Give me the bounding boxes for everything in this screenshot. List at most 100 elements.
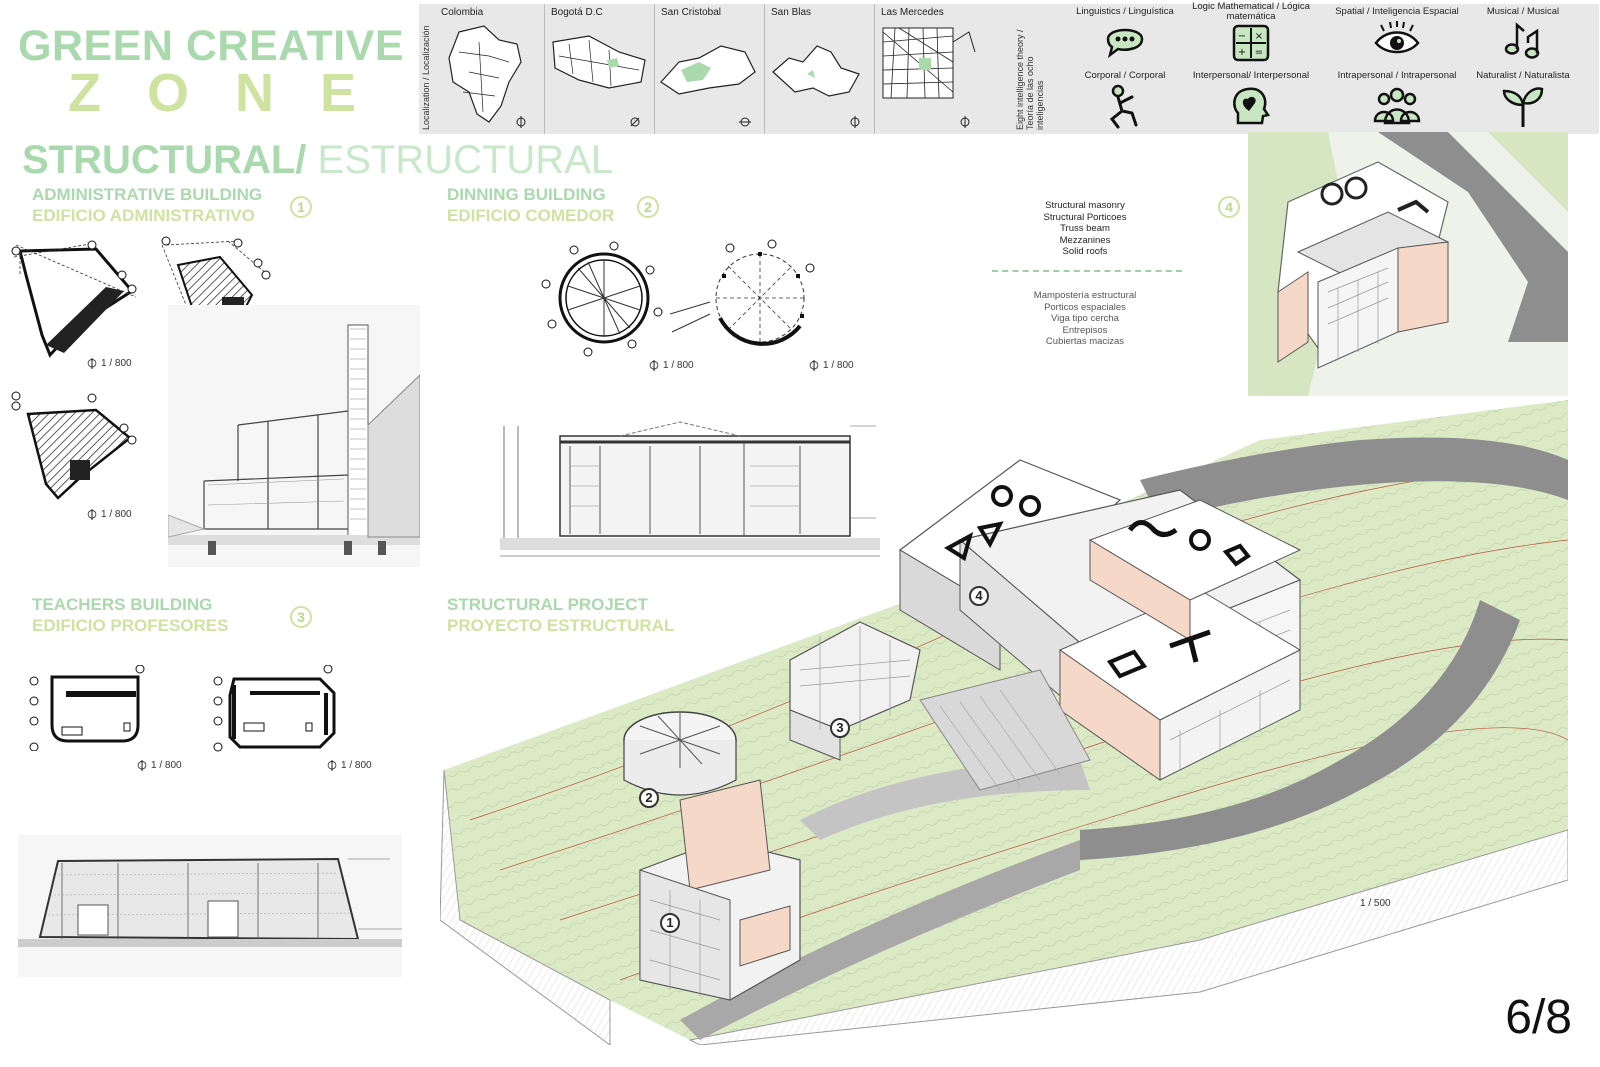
site-scale: 1 / 500 [1360, 898, 1391, 909]
intel-spatial: Spatial / Inteligencia Espacial [1333, 7, 1461, 59]
san-cristobal-map [660, 45, 756, 127]
legend-item: Solid roofs [1062, 246, 1108, 257]
scale-text: 1 / 800 [663, 360, 694, 371]
plan-scale: ⌽1 / 800 [648, 354, 694, 376]
intel-musical: Musical / Musical [1459, 7, 1587, 59]
loc-label: San Blas [771, 7, 812, 18]
legend-item: Structural Porticoes [1043, 211, 1127, 223]
site-marker-4: 4 [969, 586, 989, 606]
intel-label: Corporal / Corporal [1084, 70, 1166, 81]
admin-section-drawing [168, 305, 420, 567]
intelligence-label: Eight intelligence theory / Teoría de la… [1015, 29, 1045, 130]
plan-scale: ⌽1 / 800 [86, 503, 132, 525]
section-en: DINNING BUILDING [447, 185, 606, 204]
section-project: STRUCTURAL PROJECT PROYECTO ESTRUCTURAL [447, 594, 674, 636]
section-es: EDIFICIO ADMINISTRATIVO [32, 206, 255, 225]
structural-title: STRUCTURAL/ ESTRUCTURAL [22, 138, 613, 183]
loc-cell-bogota: Bogotá D.C [545, 4, 655, 134]
section-es: EDIFICIO COMEDOR [447, 206, 615, 225]
teachers-plan-1 [29, 665, 145, 751]
site-axonometric [440, 400, 1568, 1045]
intel-interpersonal: Interpersonal/ Interpersonal [1187, 71, 1315, 131]
intel-naturalist: Naturalist / Naturalista [1459, 71, 1587, 131]
dinning-plan-1 [541, 241, 663, 357]
marker-2: 2 [637, 196, 659, 218]
intel-label: Naturalist / Naturalista [1476, 70, 1570, 81]
music-notes-icon [1504, 22, 1540, 59]
page-number: 6/8 [1505, 991, 1572, 1044]
legend-item: Porticos espaciales [1044, 301, 1126, 313]
legend-item: Viga tipo cercha [1051, 313, 1119, 324]
info-strip: Localization / Localización Colombia Bog… [419, 2, 1599, 134]
intel-label: Spatial / Inteligencia Espacial [1335, 6, 1459, 17]
plan-scale: ⌽1 / 800 [326, 754, 372, 776]
intel-linguistics: Linguistics / Linguística [1061, 7, 1189, 59]
svg-text:=: = [1255, 47, 1263, 58]
section-es: EDIFICIO PROFESORES [32, 616, 229, 635]
loc-label: Colombia [441, 7, 484, 18]
legend-item: Mezzanines [1059, 234, 1111, 246]
marker-1: 1 [290, 196, 312, 218]
poster-subtitle: ZONE [68, 63, 403, 123]
las-mercedes-map [882, 27, 976, 128]
scale-text: 1 / 800 [341, 760, 372, 771]
sprout-icon [1502, 87, 1544, 127]
svg-text:+: + [1238, 47, 1246, 58]
loc-cell-san-cristobal: San Cristobal [655, 4, 765, 134]
site-marker-1: 1 [660, 913, 680, 933]
plan-scale: ⌽1 / 800 [136, 754, 182, 776]
loc-cell-colombia: Colombia [435, 4, 545, 134]
intel-label: Intrapersonal / Intrapersonal [1337, 70, 1457, 81]
san-blas-map [772, 45, 860, 128]
structural-title-bold: STRUCTURAL/ [22, 138, 307, 182]
section-dinning: DINNING BUILDING EDIFICIO COMEDOR [447, 184, 614, 226]
marker-3: 3 [290, 606, 312, 628]
dinning-plan-2 [670, 239, 815, 346]
legend-divider [992, 270, 1182, 272]
speech-bubble-icon [1106, 28, 1144, 59]
admin-plan-1 [11, 240, 137, 358]
intel-intrapersonal: Intrapersonal / Intrapersonal [1333, 71, 1461, 131]
teachers-section-drawing [18, 835, 402, 977]
intel-logic: Logic Mathematical / Lógica matemática −… [1187, 2, 1315, 64]
eye-icon [1374, 21, 1420, 54]
section-teachers: TEACHERS BUILDING EDIFICIO PROFESORES [32, 594, 228, 636]
legend-es: Mampostería estructural Porticos espacia… [1000, 290, 1170, 348]
admin-plan-3 [11, 391, 137, 500]
site-marker-2: 2 [639, 788, 659, 808]
head-heart-icon [1233, 87, 1271, 125]
section-en: STRUCTURAL PROJECT [447, 595, 648, 614]
loc-label: Las Mercedes [881, 7, 944, 18]
scale-text: 1 / 800 [151, 760, 182, 771]
loc-cell-las-mercedes: Las Mercedes [875, 4, 985, 134]
plan-scale: ⌽1 / 800 [86, 352, 132, 374]
svg-text:×: × [1255, 31, 1263, 42]
section-administrative: ADMINISTRATIVE BUILDING EDIFICIO ADMINIS… [32, 184, 262, 226]
body-pose-icon [1109, 84, 1138, 129]
legend-item: Truss beam [1060, 223, 1110, 234]
scale-text: 1 / 800 [101, 358, 132, 369]
legend-item: Entrepisos [1062, 324, 1108, 336]
intel-corporal: Corporal / Corporal [1061, 71, 1189, 131]
loc-cell-san-blas: San Blas [765, 4, 875, 134]
legend-item: Structural masonry [1045, 200, 1125, 211]
svg-text:−: − [1238, 31, 1246, 42]
poster-title: GREEN CREATIVE [18, 22, 405, 70]
intel-label: Musical / Musical [1486, 6, 1560, 17]
intel-label: Interpersonal/ Interpersonal [1192, 70, 1310, 81]
axonometric-detail-4 [1248, 132, 1568, 396]
section-en: TEACHERS BUILDING [32, 595, 213, 614]
calculator-icon: − × + = [1232, 24, 1270, 62]
intel-label: Logic Mathematical / Lógica matemática [1192, 1, 1310, 22]
colombia-map [448, 25, 526, 128]
legend-item: Cubiertas macizas [1045, 336, 1125, 347]
section-en: ADMINISTRATIVE BUILDING [32, 185, 263, 204]
bogota-map [552, 35, 646, 127]
scale-text: 1 / 800 [823, 360, 854, 371]
scale-text: 1 / 800 [101, 509, 132, 520]
loc-label: San Cristobal [661, 7, 722, 18]
marker-4: 4 [1218, 196, 1240, 218]
site-marker-3: 3 [830, 718, 850, 738]
intel-label: Linguistics / Linguística [1076, 6, 1174, 17]
teachers-plan-2 [213, 665, 336, 752]
